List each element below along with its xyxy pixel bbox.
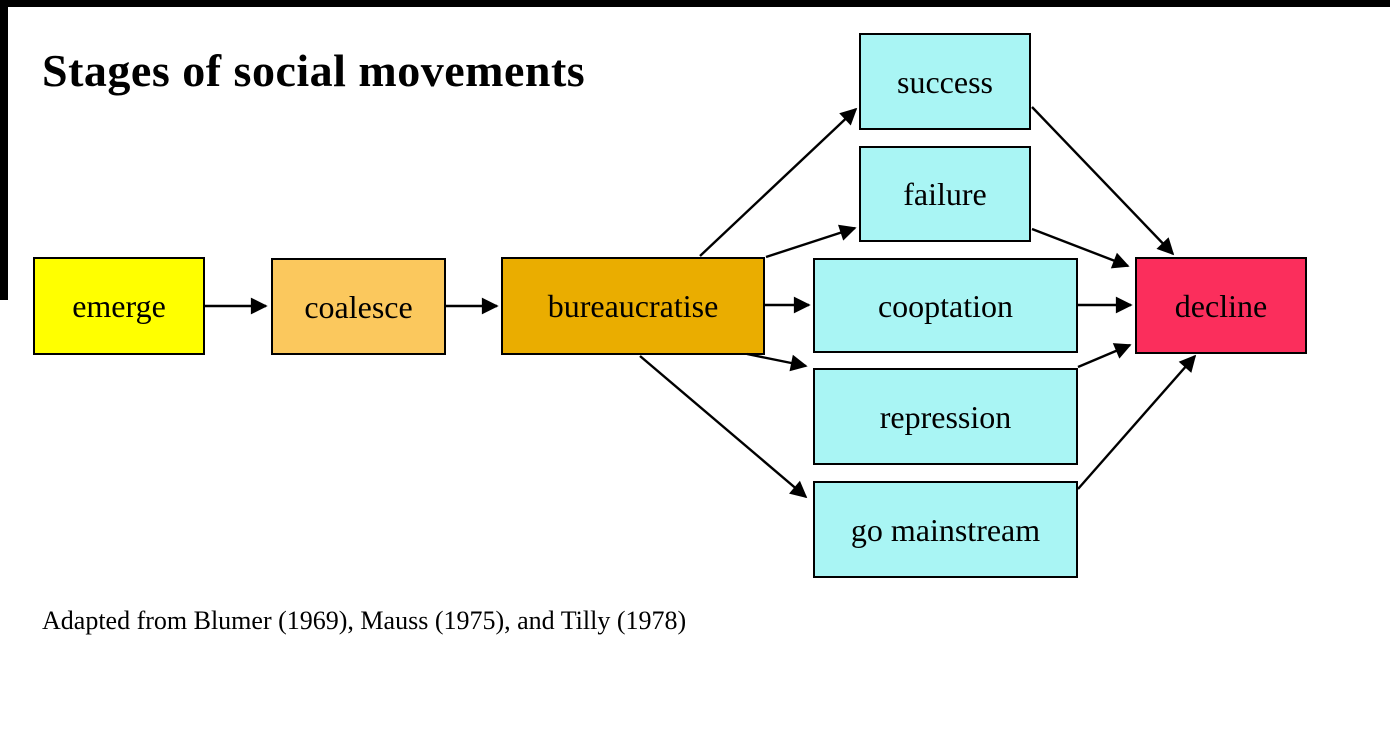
node-cooptation: cooptation bbox=[813, 258, 1078, 353]
edge-repression-to-decline bbox=[1077, 343, 1132, 369]
edge-bureaucratise-to-go-mainstream bbox=[639, 355, 808, 499]
node-label: decline bbox=[1174, 287, 1268, 324]
node-failure: failure bbox=[859, 146, 1031, 242]
node-label: bureaucratise bbox=[547, 288, 719, 324]
node-repression: repression bbox=[813, 368, 1078, 465]
caption: Adapted from Blumer (1969), Mauss (1975)… bbox=[42, 606, 687, 635]
edge-success-to-decline bbox=[1031, 106, 1175, 256]
node-label: cooptation bbox=[877, 287, 1014, 324]
node-label: emerge bbox=[72, 288, 166, 324]
edge-bureaucratise-to-success bbox=[699, 107, 858, 257]
edge-bureaucratise-to-failure bbox=[765, 224, 857, 259]
node-label: go mainstream bbox=[850, 511, 1041, 548]
page-title: Stages of social movements bbox=[42, 45, 586, 96]
window-left-border bbox=[0, 0, 8, 300]
node-success: success bbox=[859, 33, 1031, 130]
node-label: coalesce bbox=[304, 288, 413, 325]
edge-go-mainstream-to-decline bbox=[1077, 354, 1197, 490]
node-decline: decline bbox=[1135, 257, 1307, 354]
node-label: success bbox=[897, 63, 993, 100]
node-label: repression bbox=[879, 398, 1012, 435]
node-label: failure bbox=[903, 176, 987, 212]
node-go-mainstream: go mainstream bbox=[813, 481, 1078, 578]
edge-bureaucratise-to-repression bbox=[746, 352, 808, 372]
node-coalesce: coalesce bbox=[271, 258, 446, 355]
node-emerge: emerge bbox=[33, 257, 205, 355]
node-bureaucratise: bureaucratise bbox=[501, 257, 765, 355]
window-top-border bbox=[0, 0, 1390, 7]
